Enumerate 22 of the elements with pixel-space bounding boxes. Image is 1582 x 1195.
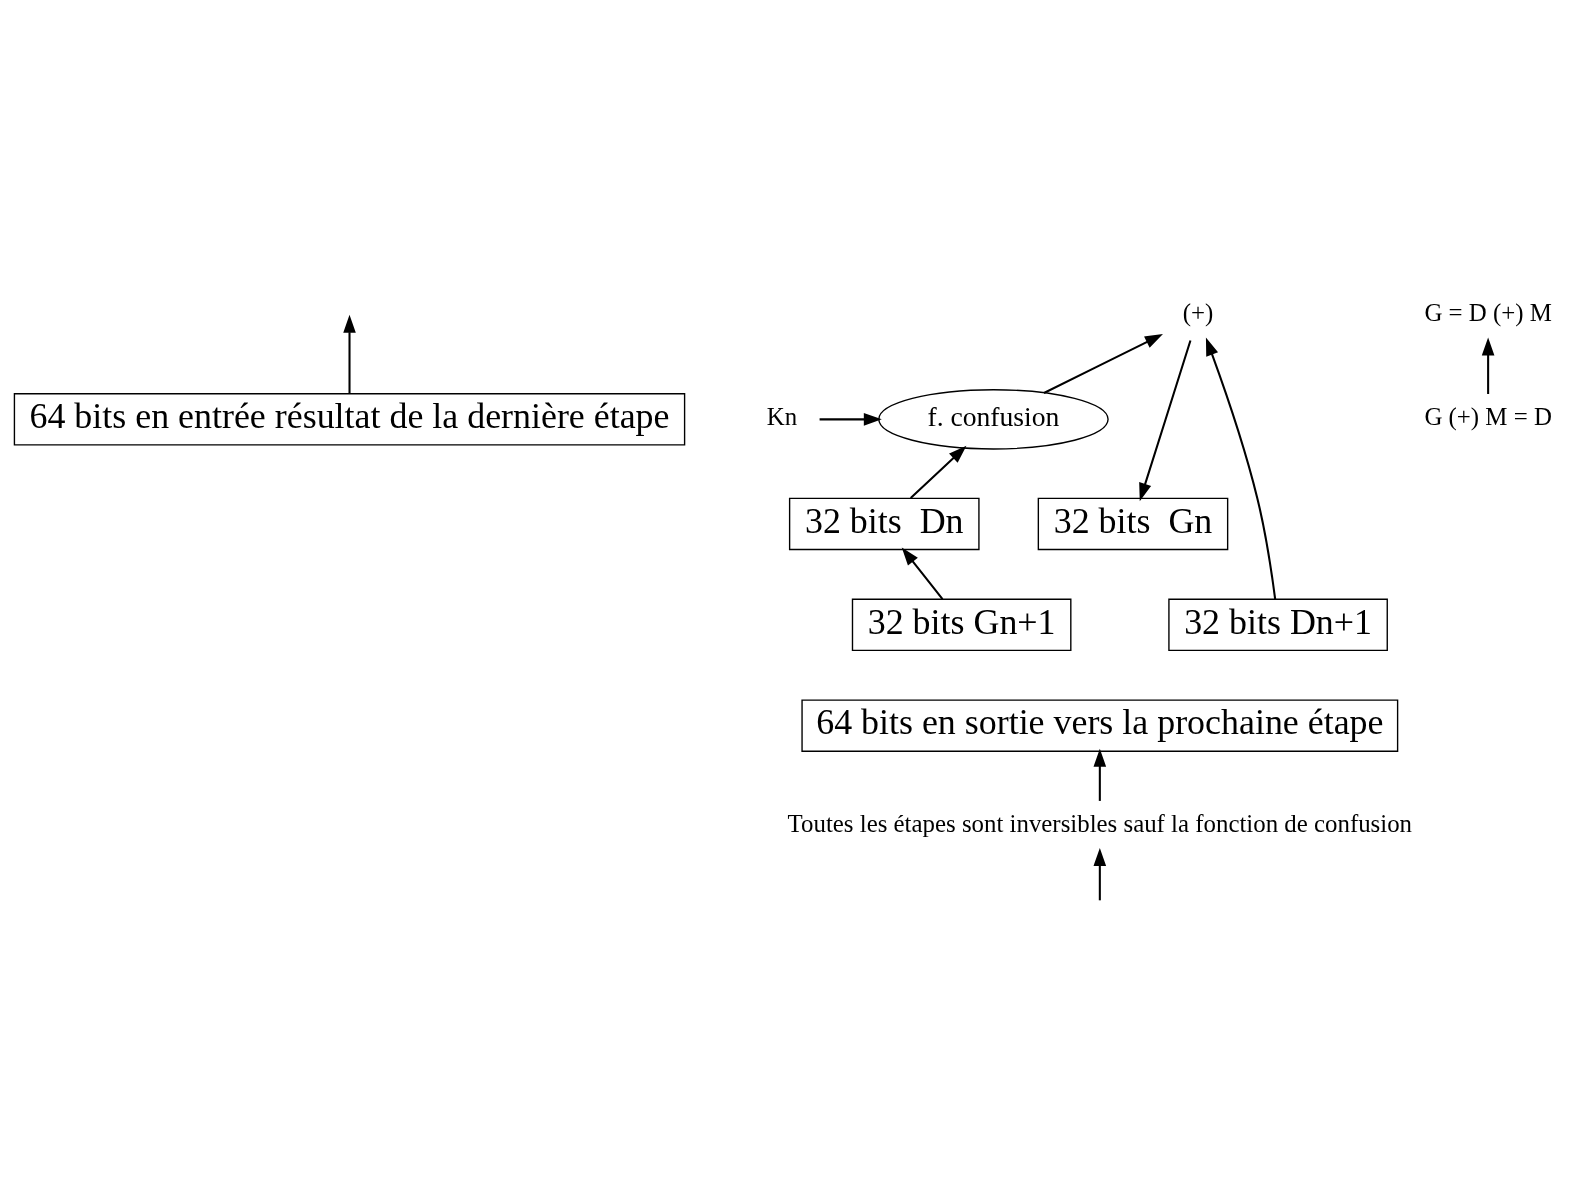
- node-box: 64 bits en sortie vers la prochaine étape: [801, 698, 1399, 752]
- arrow: [1093, 847, 1107, 900]
- node-text: G (+) M = D: [1424, 402, 1552, 430]
- arrow: [901, 547, 944, 600]
- node-box: 32 bits Gn+1: [851, 598, 1072, 651]
- node-text: (+): [1182, 298, 1214, 326]
- node-box: 32 bits Gn: [1037, 497, 1229, 550]
- arrow: [1043, 333, 1163, 394]
- arrow: [1205, 337, 1277, 599]
- node-ellipse: f. confusion: [878, 388, 1109, 450]
- node-box: 32 bits Dn+1: [1168, 598, 1388, 651]
- node-text: Toutes les étapes sont inversibles sauf la fonction de confusion: [787, 809, 1413, 837]
- node-box: 64 bits en entrée résultat de la dernière étape: [13, 392, 686, 446]
- arrow: [910, 445, 967, 499]
- node-box: 32 bits Dn: [788, 497, 980, 550]
- arrow: [1481, 336, 1495, 394]
- node-text: Kn: [766, 402, 798, 430]
- node-text: G = D (+) M: [1424, 298, 1552, 326]
- arrow: [819, 412, 882, 426]
- arrow: [1139, 339, 1192, 501]
- arrow: [1093, 748, 1107, 801]
- arrow: [343, 314, 356, 393]
